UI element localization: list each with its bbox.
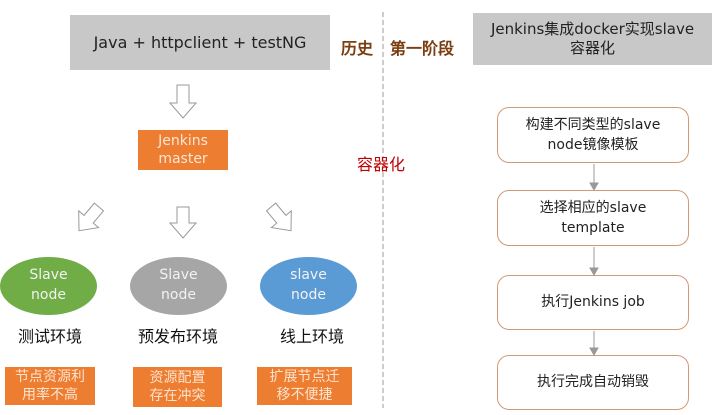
jenkins-master-box: Jenkins master	[138, 130, 228, 170]
flow-arrow	[589, 182, 599, 192]
env-label-prod: 线上环境	[279, 327, 344, 346]
java-httpclient-testng-box: Java + httpclient + testNG	[70, 15, 330, 70]
master-line-2: master	[158, 151, 208, 167]
flow-arrow	[589, 267, 599, 277]
step-run-job: 执行Jenkins job	[497, 275, 689, 330]
stage-label: 第一阶段	[390, 39, 455, 58]
step-auto-destroy: 执行完成自动销毁	[497, 355, 689, 410]
arrow-down-icon	[168, 206, 198, 239]
arrow-down-icon	[168, 84, 198, 119]
containerize-label: 容器化	[357, 155, 406, 174]
issue-box-prod: 扩展节点迁移不便捷	[257, 367, 352, 405]
flow-arrow	[589, 347, 599, 357]
env-label-preprod: 预发布环境	[137, 327, 218, 346]
issue-box-preprod: 资源配置存在冲突	[133, 367, 222, 407]
history-label: 历史	[341, 39, 374, 58]
arrow-down-left-icon	[78, 202, 105, 232]
master-line-1: Jenkins	[158, 132, 208, 149]
env-label-test: 测试环境	[17, 327, 82, 346]
arrow-down-right-icon	[265, 202, 292, 232]
issue-box-test: 节点资源利用率不高	[5, 367, 95, 405]
